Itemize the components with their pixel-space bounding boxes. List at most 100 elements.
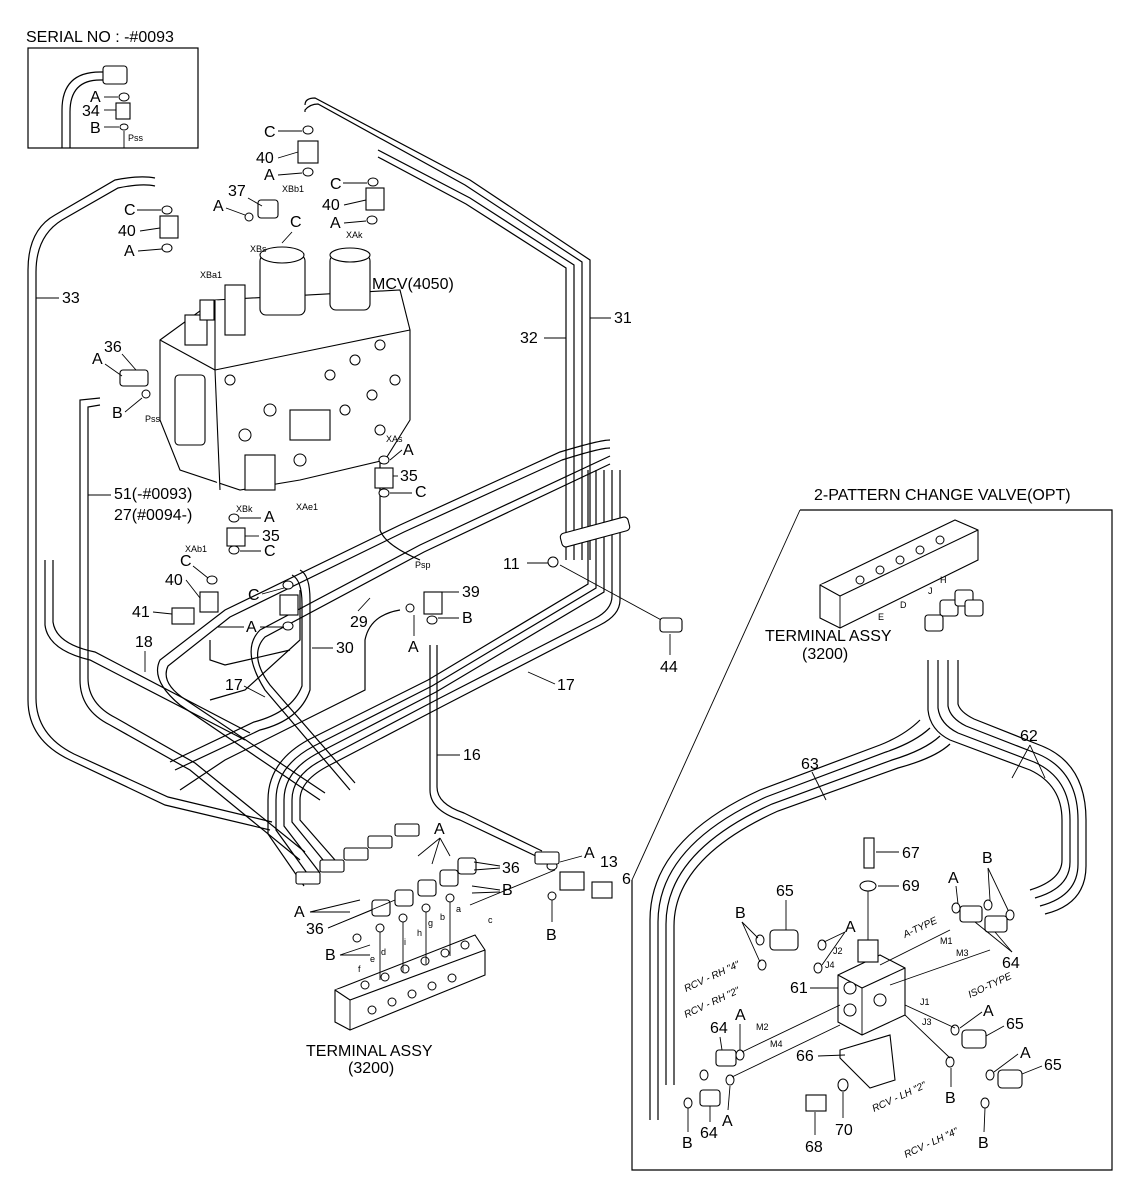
part-callouts: 6 11 13 16 17 17 18 29 30 31 32 33 35 35… xyxy=(36,150,1062,1156)
callout-41: 41 xyxy=(132,604,150,621)
fitting-64-right xyxy=(959,905,983,923)
callout-64-bottom: 64 xyxy=(700,1125,718,1142)
terminal-assy-main: TERMINAL ASSY (3200) xyxy=(295,823,560,1077)
bolt-67-icon xyxy=(863,837,875,869)
svg-text:A: A xyxy=(124,243,135,260)
fitting-41-icon xyxy=(171,607,195,625)
svg-text:A: A xyxy=(845,919,856,936)
callout-32: 32 xyxy=(520,330,538,347)
abc-letters: C C C C C C C C A A A A A A A A A A xyxy=(92,124,1031,1152)
bolt-68-icon xyxy=(805,1094,827,1112)
pattern-valve-inset: 2-PATTERN CHANGE VALVE(OPT) TERMINAL ASS… xyxy=(631,487,1113,1171)
fittings xyxy=(119,125,613,901)
callout-16: 16 xyxy=(463,747,481,764)
fitting-40-lower-left xyxy=(199,591,219,613)
bolt-44-icon xyxy=(659,617,683,633)
svg-text:b: b xyxy=(440,912,445,922)
callout-51: 51(-#0093) xyxy=(114,486,192,503)
svg-text:d: d xyxy=(381,947,386,957)
rcv-lh-4: RCV - LH "4" xyxy=(903,1126,961,1161)
opt-terminal-code: (3200) xyxy=(802,646,848,663)
svg-text:e: e xyxy=(370,954,375,964)
callout-40-left: 40 xyxy=(118,223,136,240)
bracket-66-icon xyxy=(839,1034,896,1089)
svg-text:J1: J1 xyxy=(920,997,930,1007)
svg-text:A: A xyxy=(584,845,595,862)
callout-61: 61 xyxy=(790,980,808,997)
mcv-spool-cap-2 xyxy=(329,254,371,311)
callout-30: 30 xyxy=(336,640,354,657)
mcv-spool-cap-1 xyxy=(259,254,306,316)
washer-69-icon xyxy=(859,880,877,892)
svg-text:g: g xyxy=(428,918,433,928)
svg-text:h: h xyxy=(417,928,422,938)
callout-29: 29 xyxy=(350,614,368,631)
svg-text:C: C xyxy=(330,176,342,193)
port-xas: XAs xyxy=(386,434,403,444)
callout-31: 31 xyxy=(614,310,632,327)
callout-70: 70 xyxy=(835,1122,853,1139)
hose-bundle-front xyxy=(299,470,621,861)
svg-text:C: C xyxy=(124,202,136,219)
fitting-13-icon xyxy=(559,871,585,891)
opt-terminal-title: TERMINAL ASSY xyxy=(765,628,892,645)
fitting-34-icon xyxy=(115,102,131,120)
callout-36-bottom: 36 xyxy=(306,921,324,938)
callout-65-top: 65 xyxy=(776,883,794,900)
callout-17-right: 17 xyxy=(557,677,575,694)
svg-text:J: J xyxy=(928,586,933,596)
terminal-main-code: (3200) xyxy=(348,1060,394,1077)
fitting-64-left xyxy=(715,1049,737,1067)
svg-text:A: A xyxy=(294,904,305,921)
letter-b: B xyxy=(112,405,123,422)
callout-37: 37 xyxy=(228,183,246,200)
svg-text:M4: M4 xyxy=(770,1039,783,1049)
mcv-block: MCV(4050) xyxy=(159,246,454,491)
elbow-65-mid xyxy=(961,1029,987,1049)
callout-36-right: 36 xyxy=(502,860,520,877)
fitting-39-icon xyxy=(423,591,443,615)
port-labels: XBb1 XBs XAk XBa1 Pss XAs XBk XAe1 XAb1 … xyxy=(145,184,431,570)
svg-text:A: A xyxy=(983,1003,994,1020)
hose-18 xyxy=(44,560,246,741)
svg-text:c: c xyxy=(488,915,493,925)
callout-64-right: 64 xyxy=(1002,955,1020,972)
svg-text:i: i xyxy=(404,937,406,947)
fitting-40-lower-mid xyxy=(279,594,299,616)
callout-40-right: 40 xyxy=(322,197,340,214)
svg-text:C: C xyxy=(180,553,192,570)
serial-hose xyxy=(61,71,125,148)
valve-61-icon xyxy=(837,954,906,1036)
callout-6: 6 xyxy=(622,871,631,888)
serial-inset-frame xyxy=(27,47,199,149)
svg-text:A: A xyxy=(330,215,341,232)
hose-62 xyxy=(927,660,1063,891)
fitting-40-right xyxy=(365,187,385,211)
svg-text:A: A xyxy=(92,351,103,368)
callout-62: 62 xyxy=(1020,728,1038,745)
callout-40-lower: 40 xyxy=(165,572,183,589)
hose-16 xyxy=(429,645,541,859)
svg-text:A: A xyxy=(408,639,419,656)
port-xak: XAk xyxy=(346,230,363,240)
pattern-valve-frame xyxy=(631,509,1113,1171)
svg-text:M1: M1 xyxy=(940,936,953,946)
svg-text:A: A xyxy=(264,509,275,526)
serial-port-pss: Pss xyxy=(128,133,144,143)
callout-27: 27(#0094-) xyxy=(114,507,192,524)
fitting-36-left xyxy=(119,369,149,387)
serial-title: SERIAL NO : -#0093 xyxy=(26,29,174,46)
hose-33 xyxy=(27,176,271,831)
port-xbk: XBk xyxy=(236,504,253,514)
callout-17-left: 17 xyxy=(225,677,243,694)
terminal-port-letters: a b c d e f g h i D E H J J1 J2 J3 J4 M1… xyxy=(358,575,969,1049)
svg-text:H: H xyxy=(940,575,947,585)
mcv-spool-cap-3 xyxy=(224,284,246,336)
pattern-valve-title: 2-PATTERN CHANGE VALVE(OPT) xyxy=(814,487,1071,504)
callout-33: 33 xyxy=(62,290,80,307)
svg-text:A: A xyxy=(948,870,959,887)
letter-a: A xyxy=(264,167,275,184)
svg-text:B: B xyxy=(735,905,746,922)
svg-text:E: E xyxy=(878,612,884,622)
hose-32 xyxy=(377,149,575,560)
